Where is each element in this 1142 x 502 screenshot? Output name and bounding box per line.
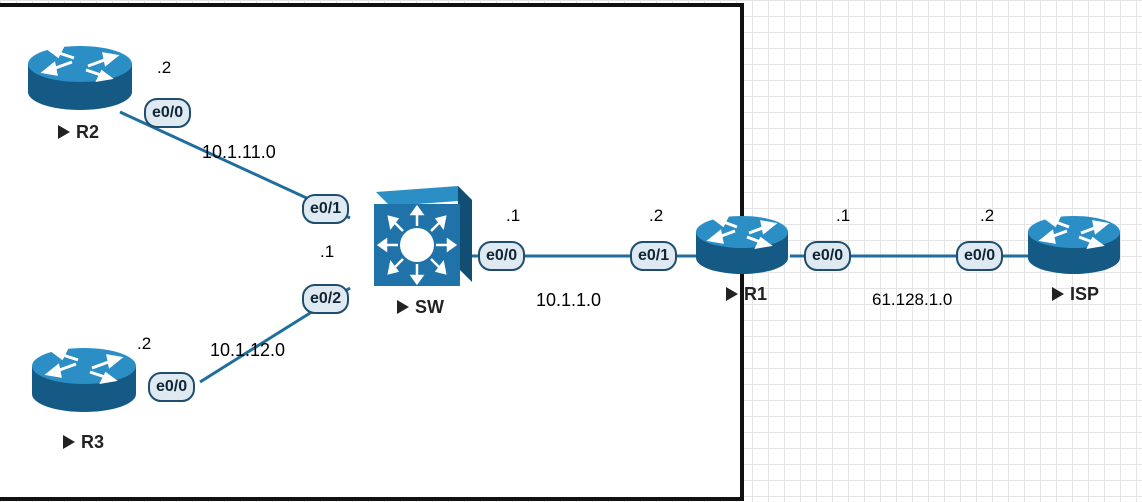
play-icon: [1052, 287, 1064, 301]
network-label-r2-sw: 10.1.11.0: [202, 142, 276, 162]
router-r2-icon[interactable]: [28, 46, 132, 110]
router-isp-icon[interactable]: [1028, 215, 1120, 274]
device-name-sw: SW: [415, 297, 444, 317]
host-id-r3: .2: [137, 334, 152, 353]
host-id-r2: .2: [157, 58, 172, 77]
play-icon: [63, 435, 75, 449]
interface-sw-e0-1[interactable]: e0/1: [302, 194, 350, 224]
network-label-r3-sw: 10.1.12.0: [210, 340, 286, 360]
interface-sw-e0-2[interactable]: e0/2: [302, 284, 350, 314]
device-name-r3: R3: [81, 432, 105, 452]
device-name-r2: R2: [76, 122, 100, 142]
router-r1-icon[interactable]: [696, 215, 788, 274]
device-name-isp: ISP: [1070, 284, 1100, 304]
host-id-r1-right: .1: [836, 206, 851, 225]
network-label-sw-r1: 10.1.1.0: [536, 290, 602, 310]
interface-r2-e0-0[interactable]: e0/0: [144, 98, 192, 128]
interface-r1-e0-0[interactable]: e0/0: [804, 241, 852, 271]
device-name-r1: R1: [744, 284, 768, 304]
device-label-r1[interactable]: R1: [726, 284, 767, 305]
router-r3-icon[interactable]: [32, 348, 136, 412]
device-label-r2[interactable]: R2: [58, 122, 99, 143]
interface-r1-e0-1[interactable]: e0/1: [630, 241, 678, 271]
network-label-r1-isp: 61.128.1.0: [872, 290, 953, 309]
interface-sw-e0-0[interactable]: e0/0: [478, 241, 526, 271]
host-id-r1-left: .2: [649, 206, 664, 225]
device-label-isp[interactable]: ISP: [1052, 284, 1099, 305]
device-label-sw[interactable]: SW: [397, 297, 444, 318]
host-id-sw-right: .1: [506, 206, 521, 225]
interface-isp-e0-0[interactable]: e0/0: [956, 241, 1004, 271]
switch-sw-icon[interactable]: [374, 186, 472, 286]
host-id-sw-left: .1: [320, 242, 335, 261]
play-icon: [58, 125, 70, 139]
play-icon: [397, 300, 409, 314]
interface-r3-e0-0[interactable]: e0/0: [148, 372, 196, 402]
device-label-r3[interactable]: R3: [63, 432, 104, 453]
host-id-isp: .2: [980, 206, 995, 225]
play-icon: [726, 287, 738, 301]
